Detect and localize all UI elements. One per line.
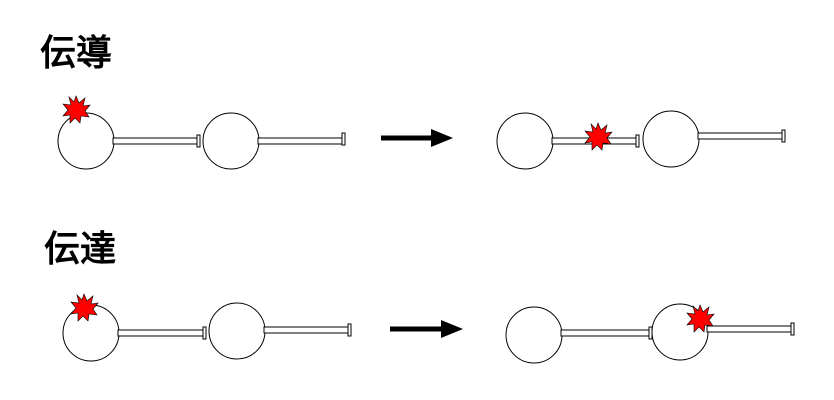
cell-body (57, 112, 115, 170)
cell-body (496, 112, 554, 170)
axon (112, 137, 198, 145)
axon-terminal (341, 132, 346, 146)
cell-body (642, 110, 700, 168)
axon (117, 329, 204, 337)
conduction-heading: 伝導 (40, 33, 113, 74)
neuron-1-conduction-after (496, 112, 640, 170)
transmission-before-group (62, 293, 352, 362)
axon (697, 132, 783, 140)
neuron-1-transmission-after (505, 306, 653, 364)
axon-terminal (790, 322, 795, 336)
cell-body (202, 112, 260, 170)
neuron-2-conduction-before (202, 112, 346, 170)
axon-terminal (635, 134, 640, 148)
neuron-2-conduction-after (642, 110, 786, 168)
conduction-after-group (496, 110, 786, 170)
conduction-arrow (381, 129, 453, 147)
transmission-arrow (390, 320, 463, 338)
axon (706, 325, 792, 333)
transmission-heading: 伝達 (44, 229, 117, 270)
axon (257, 137, 343, 145)
conduction-before-group (57, 95, 346, 170)
arrow-icon (431, 129, 453, 147)
neuron-2-transmission-before (208, 302, 352, 360)
transmission-after-group (505, 303, 795, 364)
cell-body (208, 302, 266, 360)
axon-terminal (196, 134, 201, 148)
axon-terminal (202, 326, 207, 340)
neuron-2-transmission-after (651, 303, 795, 361)
axon-terminal (347, 323, 352, 337)
arrow-icon (441, 320, 463, 338)
axon (263, 326, 349, 334)
axon (560, 329, 650, 337)
axon-terminal (781, 129, 786, 143)
cell-body (505, 306, 563, 364)
spike-icon (584, 122, 613, 151)
